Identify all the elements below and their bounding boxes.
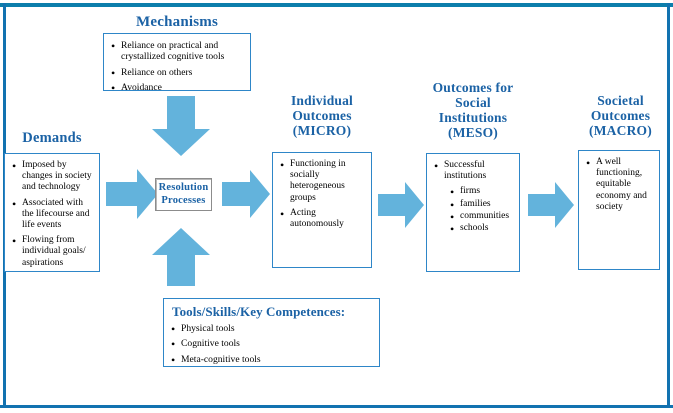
tools-list: Physical tools Cognitive tools Meta-cogn… [170, 322, 373, 368]
resolution-processes-label: Resolution Processes [158, 181, 209, 206]
arrow-meso-to-macro [528, 182, 574, 228]
list-item: Functioning in socially heterogeneous gr… [279, 158, 366, 204]
list-item: Physical tools [170, 322, 373, 337]
arrow-micro-to-meso [378, 182, 424, 228]
box-micro: Functioning in socially heterogeneous gr… [272, 152, 372, 268]
list-item: Imposed by changes in society and techno… [11, 159, 94, 194]
mechanisms-list: Reliance on practical and crystallized c… [110, 39, 245, 96]
arrow-resolution-to-micro [222, 170, 270, 218]
box-resolution-processes: Resolution Processes [155, 178, 212, 211]
heading-meso: Outcomes for Social Institutions (MESO) [432, 80, 514, 141]
list-item: communities [433, 210, 514, 224]
tools-title: Tools/Skills/Key Competences: [172, 304, 346, 319]
arrow-mechanisms-to-resolution [152, 96, 210, 156]
macro-list: A well functioning, equitable economy an… [585, 156, 654, 213]
box-tools-skills: Tools/Skills/Key Competences: Physical t… [163, 298, 380, 367]
list-item: Meta-cognitive tools [170, 353, 373, 368]
arrow-tools-to-resolution [152, 228, 210, 286]
list-item: Avoidance [110, 81, 245, 96]
list-item: families [433, 198, 514, 212]
list-item: Flowing from individual goals/ aspiratio… [11, 234, 94, 269]
list-item: Acting autonomously [279, 207, 366, 230]
list-item: Associated with the lifecourse and life … [11, 197, 94, 232]
list-item: Successful institutions [433, 159, 514, 182]
list-item: schools [433, 222, 514, 236]
list-item: Cognitive tools [170, 337, 373, 352]
box-meso: Successful institutions firms families c… [426, 153, 520, 272]
list-item: Reliance on practical and crystallized c… [110, 39, 245, 63]
heading-mechanisms: Mechanisms [136, 14, 218, 30]
heading-macro: Societal Outcomes (MACRO) [589, 93, 652, 139]
arrow-demands-to-resolution [106, 169, 158, 219]
frame-rule-bottom [0, 405, 673, 408]
list-item: Reliance on others [110, 66, 245, 81]
frame-rule-right [667, 3, 670, 408]
heading-micro: Individual Outcomes (MICRO) [290, 93, 354, 139]
meso-list: Successful institutions firms families c… [433, 159, 514, 236]
list-item: firms [433, 185, 514, 199]
box-demands: Imposed by changes in society and techno… [4, 153, 100, 272]
micro-list: Functioning in socially heterogeneous gr… [279, 158, 366, 230]
list-item: A well functioning, equitable economy an… [585, 156, 654, 213]
box-mechanisms: Reliance on practical and crystallized c… [103, 33, 251, 96]
frame-rule-top [0, 3, 673, 7]
box-macro: A well functioning, equitable economy an… [578, 150, 660, 270]
heading-demands: Demands [22, 130, 82, 146]
demands-list: Imposed by changes in society and techno… [11, 159, 94, 269]
